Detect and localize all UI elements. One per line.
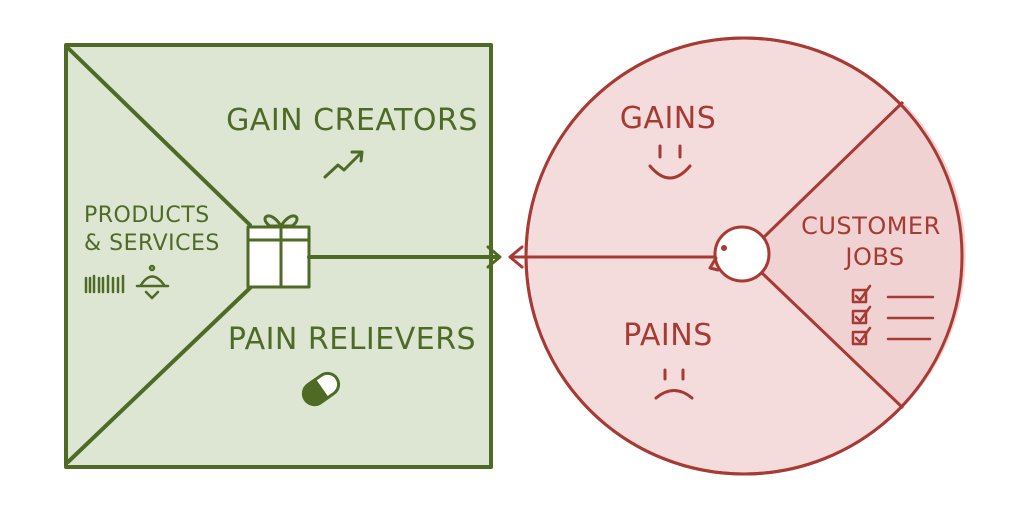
customer-line: CUSTOMER bbox=[801, 212, 941, 240]
value-map-divider-top bbox=[66, 46, 252, 227]
products-services-label: PRODUCTS & SERVICES bbox=[84, 203, 220, 256]
customer-jobs-sector bbox=[744, 102, 966, 408]
customer-jobs-label: CUSTOMER JOBS bbox=[801, 212, 949, 271]
pill-icon bbox=[301, 371, 341, 407]
gain-creators-label: GAIN CREATORS bbox=[226, 103, 478, 138]
connector-red-arrowhead bbox=[508, 245, 524, 269]
pain-relievers-label: PAIN RELIEVERS bbox=[228, 322, 476, 357]
barcode-icon bbox=[84, 274, 125, 294]
customer-divider-bottom bbox=[760, 271, 905, 410]
customer-head-icon bbox=[708, 225, 771, 283]
services-line: & SERVICES bbox=[84, 231, 220, 256]
jobs-line: JOBS bbox=[843, 243, 904, 271]
cloche-service-icon bbox=[135, 264, 170, 300]
customer-divider-top bbox=[760, 100, 905, 241]
gift-box-icon bbox=[246, 214, 311, 289]
products-line: PRODUCTS bbox=[84, 203, 210, 228]
frown-face-icon bbox=[654, 368, 694, 400]
chart-trend-up-icon bbox=[323, 150, 364, 179]
gains-label: GAINS bbox=[620, 101, 717, 136]
value-map-divider-bottom bbox=[66, 286, 252, 464]
checklist-icon bbox=[851, 284, 935, 346]
connector-green-arrowhead bbox=[486, 245, 502, 269]
smiley-face-icon bbox=[648, 144, 692, 180]
pains-label: PAINS bbox=[623, 318, 713, 353]
